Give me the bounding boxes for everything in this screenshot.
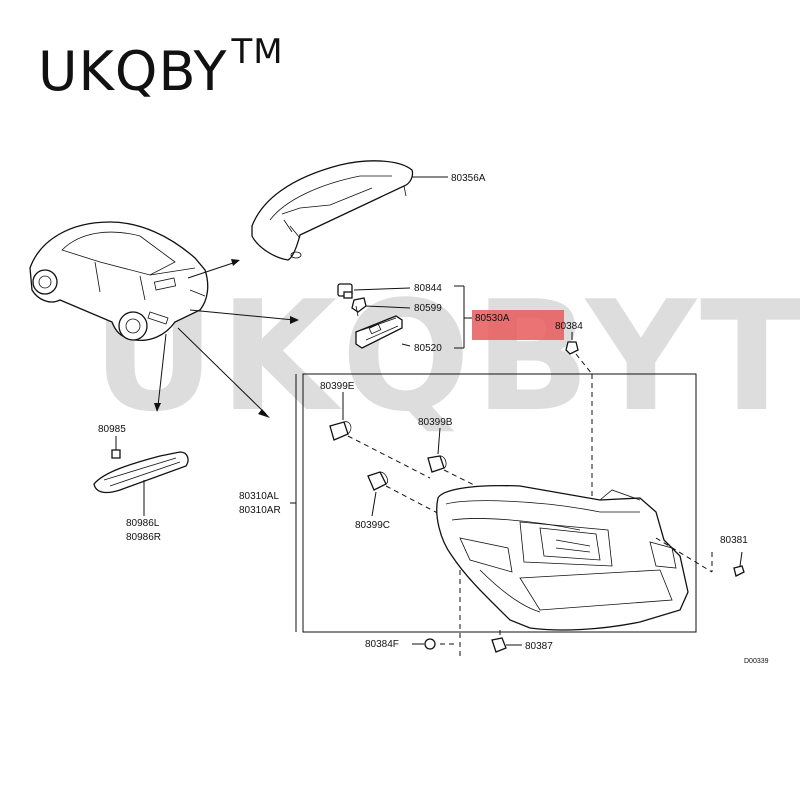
bulb-80399E <box>329 392 431 479</box>
nut-80384F <box>412 638 436 650</box>
diagram-code: D00339 <box>744 658 769 665</box>
label-80530A: 80530A <box>475 313 510 324</box>
brand-trademark: TM <box>231 32 284 72</box>
bulb-80399B <box>427 427 521 509</box>
side-reflector <box>93 436 189 516</box>
label-80381: 80381 <box>720 535 748 546</box>
label-80384F: 80384F <box>365 639 399 650</box>
label-80599: 80599 <box>414 303 442 314</box>
clip-80387 <box>491 637 522 653</box>
label-80310AL: 80310AL <box>239 491 279 502</box>
label-80985: 80985 <box>98 424 126 435</box>
car-illustration <box>29 221 209 342</box>
label-80384: 80384 <box>555 321 583 332</box>
high-mount-stop-lamp <box>251 160 448 261</box>
screw-80381 <box>733 551 745 577</box>
label-80310AR: 80310AR <box>239 505 281 516</box>
brand-name: UKQBY <box>38 40 228 103</box>
label-80520: 80520 <box>414 343 442 354</box>
label-80986R: 80986R <box>126 532 161 543</box>
combination-tail-lamp <box>436 484 689 631</box>
label-80986L: 80986L <box>126 518 160 529</box>
label-80399E: 80399E <box>320 381 355 392</box>
bulb-80399C <box>367 471 471 531</box>
label-80356A: 80356A <box>451 173 486 184</box>
label-80399B: 80399B <box>418 417 453 428</box>
highlight-box <box>472 310 564 340</box>
pointer-arrows <box>154 259 299 418</box>
screw-80384 <box>565 332 593 500</box>
license-lamp-parts <box>337 283 472 349</box>
label-80387: 80387 <box>525 641 553 652</box>
label-80399C: 80399C <box>355 520 390 531</box>
label-80844: 80844 <box>414 283 442 294</box>
